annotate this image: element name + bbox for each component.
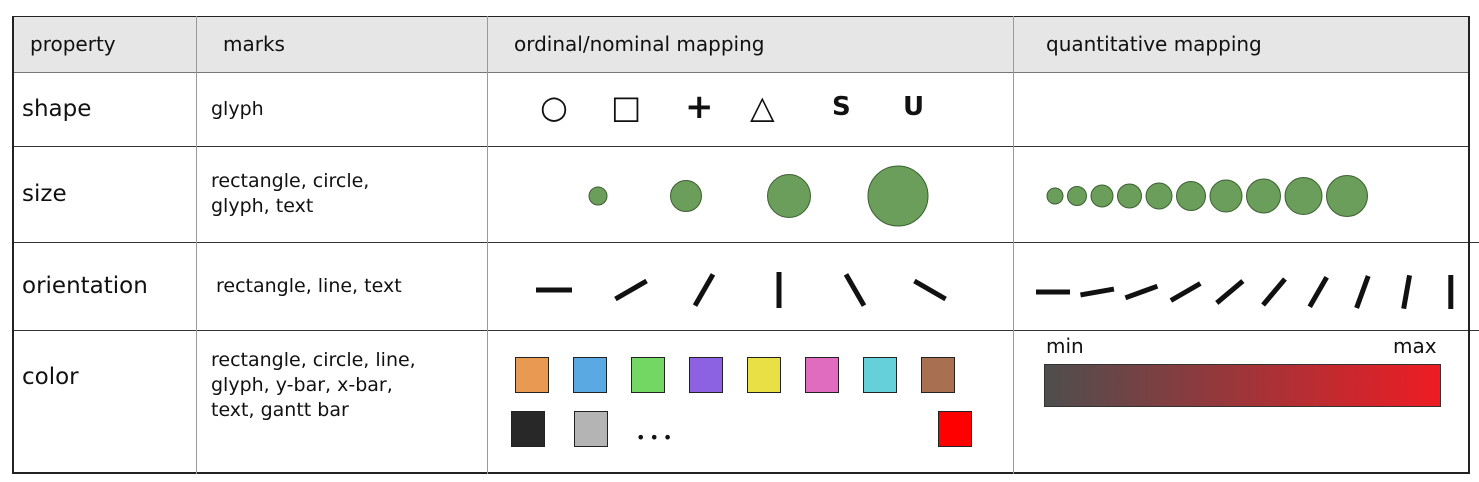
color-swatch bbox=[511, 411, 545, 447]
marks-label: rectangle, line, text bbox=[216, 274, 402, 297]
table-bottom-border bbox=[12, 472, 1469, 474]
size-circle bbox=[1090, 184, 1114, 208]
row-divider bbox=[12, 72, 1469, 73]
header-ordinal-mapping: ordinal/nominal mapping bbox=[514, 32, 765, 56]
table-row: size rectangle, circle, glyph, text bbox=[12, 146, 1469, 242]
size-circle bbox=[1067, 186, 1087, 206]
header-property: property bbox=[30, 32, 116, 56]
size-circle bbox=[670, 180, 702, 212]
column-divider bbox=[1013, 16, 1014, 474]
header-row: property marks ordinal/nominal mapping q… bbox=[12, 16, 1469, 72]
color-swatch bbox=[747, 357, 781, 393]
size-circle bbox=[1117, 183, 1142, 209]
marks-line: rectangle, circle, bbox=[211, 170, 370, 192]
property-label: size bbox=[22, 181, 67, 207]
orientation-mark bbox=[1215, 279, 1245, 305]
table-left-border bbox=[12, 16, 14, 474]
gradient-min-label: min bbox=[1046, 334, 1084, 358]
plus-glyph: + bbox=[685, 87, 714, 127]
marks-label: rectangle, circle, glyph, text bbox=[211, 146, 491, 242]
size-circle bbox=[1046, 187, 1064, 205]
orientation-mark bbox=[1080, 286, 1115, 298]
table-row: shape glyph ○ □ + △ S U bbox=[12, 72, 1469, 146]
size-circle bbox=[767, 174, 811, 218]
color-swatch bbox=[805, 357, 839, 393]
u-glyph: U bbox=[903, 92, 925, 122]
orientation-mark bbox=[614, 278, 648, 302]
s-glyph: S bbox=[832, 92, 851, 122]
size-circle bbox=[1246, 178, 1281, 214]
color-swatch bbox=[573, 357, 607, 393]
color-swatch bbox=[938, 411, 972, 447]
size-circle bbox=[1326, 175, 1368, 217]
ellipsis: ••• bbox=[636, 428, 677, 447]
size-circle bbox=[1209, 179, 1243, 213]
marks-line: rectangle, circle, line, bbox=[211, 349, 416, 371]
color-swatch bbox=[631, 357, 665, 393]
orientation-mark bbox=[1307, 276, 1329, 308]
row-divider bbox=[12, 242, 1479, 243]
color-swatch bbox=[574, 411, 608, 447]
marks-label: glyph bbox=[211, 97, 264, 120]
property-label: orientation bbox=[22, 273, 148, 299]
color-gradient-bar bbox=[1044, 364, 1441, 407]
orientation-svg bbox=[536, 272, 1454, 310]
column-divider bbox=[196, 16, 197, 474]
table-top-border bbox=[12, 16, 1469, 17]
orientation-mark bbox=[1354, 275, 1371, 309]
table-right-border bbox=[1468, 16, 1470, 474]
table-row: color rectangle, circle, line, glyph, y-… bbox=[12, 330, 1469, 473]
marks-line: glyph, y-bar, x-bar, bbox=[211, 374, 393, 396]
marks-line: glyph, text bbox=[211, 195, 314, 217]
triangle-glyph: △ bbox=[750, 88, 775, 126]
size-circle bbox=[867, 165, 929, 227]
square-glyph: □ bbox=[611, 88, 642, 126]
marks-line: text, gantt bar bbox=[211, 399, 349, 421]
size-circle bbox=[588, 186, 608, 206]
row-divider bbox=[12, 146, 1469, 147]
header-marks: marks bbox=[223, 32, 285, 56]
orientation-mark bbox=[1401, 274, 1413, 310]
color-swatch bbox=[689, 357, 723, 393]
property-label: color bbox=[22, 364, 79, 390]
encoding-table: property marks ordinal/nominal mapping q… bbox=[12, 16, 1479, 474]
size-circle bbox=[1284, 177, 1323, 215]
header-quantitative-mapping: quantitative mapping bbox=[1046, 32, 1262, 56]
row-divider bbox=[12, 330, 1479, 331]
color-swatch bbox=[515, 357, 549, 393]
gradient-max-label: max bbox=[1393, 334, 1437, 358]
marks-label: rectangle, circle, line, glyph, y-bar, x… bbox=[211, 330, 501, 473]
orientation-mark bbox=[1124, 283, 1159, 301]
color-swatch bbox=[863, 357, 897, 393]
circle-glyph: ○ bbox=[540, 88, 568, 126]
column-divider bbox=[487, 16, 488, 474]
property-label: shape bbox=[22, 96, 92, 122]
size-ordinal-svg bbox=[588, 165, 1368, 227]
color-swatch bbox=[921, 357, 955, 393]
orientation-mark bbox=[692, 273, 716, 307]
shape-ordinal-cell: ○ □ + △ S U bbox=[488, 72, 1014, 146]
orientation-mark bbox=[1169, 281, 1202, 303]
orientation-mark bbox=[913, 278, 947, 302]
table-row: orientation rectangle, line, text bbox=[12, 242, 1469, 330]
orientation-mark bbox=[1261, 277, 1287, 307]
orientation-mark bbox=[843, 273, 867, 307]
size-circle bbox=[1176, 181, 1206, 211]
color-ordinal-cell: ••• bbox=[488, 330, 1014, 473]
size-circle bbox=[1145, 182, 1173, 210]
